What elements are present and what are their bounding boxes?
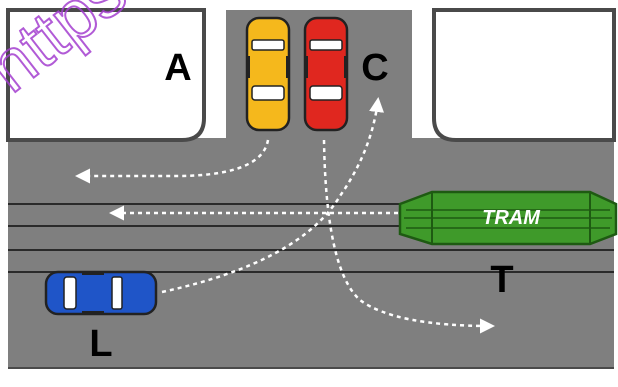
path-blue-to-c — [161, 97, 385, 294]
label-a: A — [164, 47, 191, 89]
label-t: T — [490, 259, 513, 301]
tram: TRAM — [398, 190, 618, 246]
corner-block-right — [432, 8, 616, 142]
path-red-right — [322, 139, 495, 334]
label-c: C — [361, 47, 388, 89]
tram-label: TRAM — [482, 207, 541, 229]
path-yellow-left — [75, 139, 270, 184]
blue-car — [44, 270, 158, 316]
road — [6, 8, 616, 369]
corner-block-a — [6, 8, 206, 142]
red-car — [303, 16, 349, 132]
movement-paths — [75, 97, 495, 334]
label-l: L — [89, 323, 112, 365]
yellow-car — [245, 16, 291, 132]
